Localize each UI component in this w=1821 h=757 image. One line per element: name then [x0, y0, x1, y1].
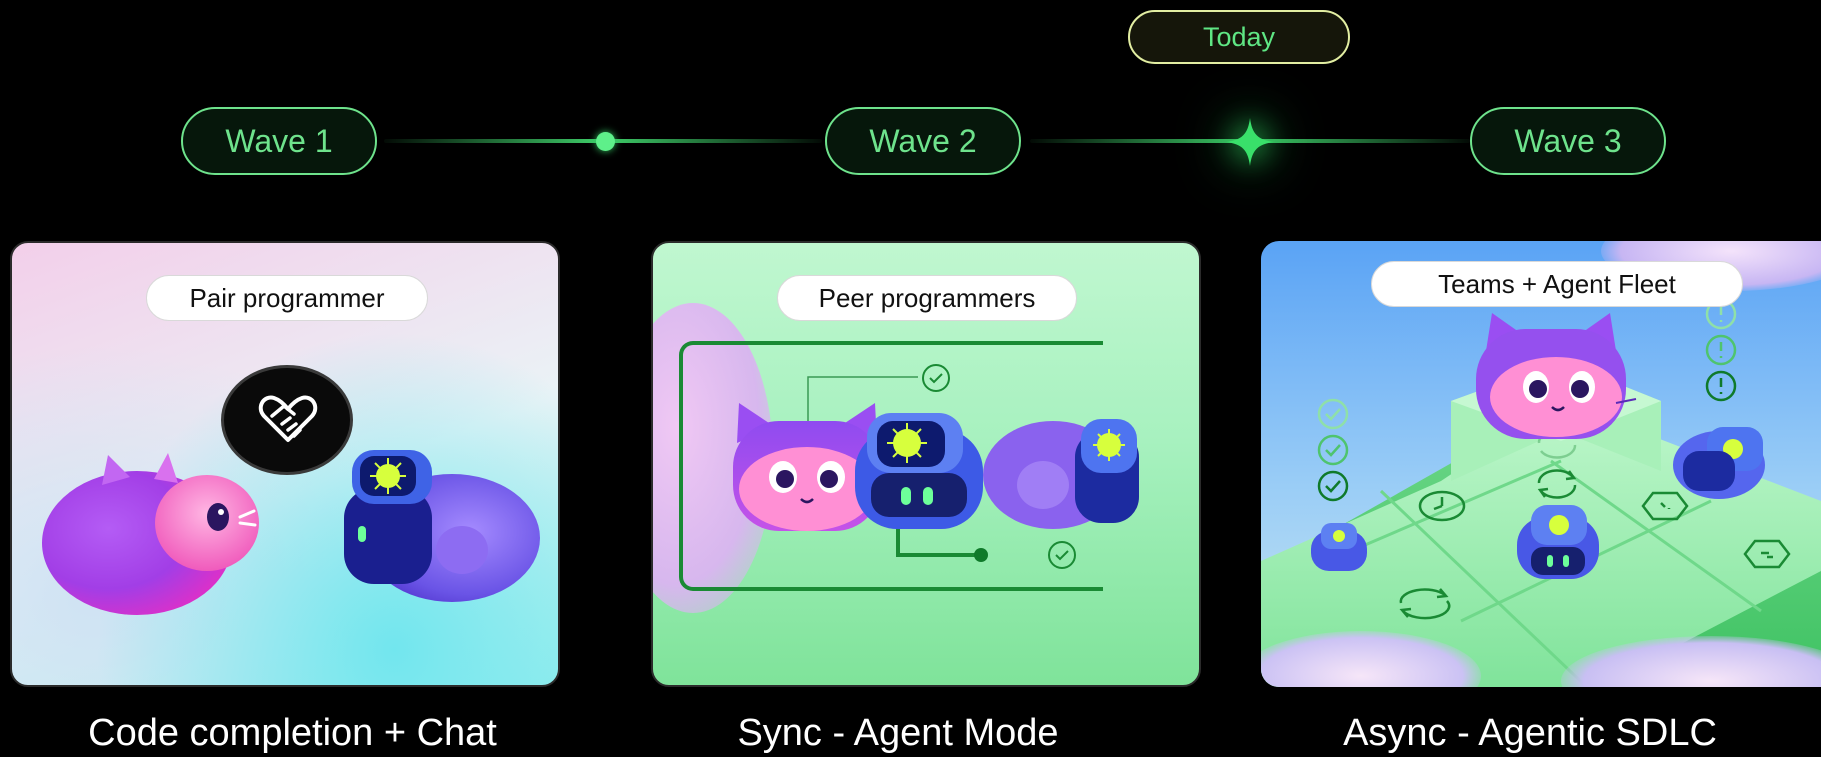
clock-icon — [1418, 490, 1466, 522]
exclamation-circle-icon — [1705, 334, 1737, 366]
clock-icon — [1743, 539, 1791, 569]
refresh-icon — [1399, 588, 1451, 620]
card-teams-agent-fleet: Teams + Agent Fleet — [1261, 241, 1821, 687]
today-marker-label: Today — [1128, 10, 1350, 64]
robot-mascot-illustration — [1673, 427, 1765, 499]
today-sparkle-icon — [1226, 118, 1274, 166]
robot-mascot-illustration — [855, 413, 983, 529]
check-circle-icon — [1317, 434, 1349, 466]
cat-mascot-illustration — [42, 453, 259, 615]
wave-2-pill: Wave 2 — [825, 107, 1021, 175]
card-1-caption: Code completion + Chat — [88, 712, 497, 754]
check-circle-icon — [922, 364, 950, 392]
cat-mascot-illustration — [1476, 313, 1637, 439]
check-circle-icon — [1048, 541, 1076, 569]
robot-mascot-illustration — [983, 419, 1139, 529]
timeline-dot — [596, 132, 615, 151]
cat-mascot-illustration — [733, 403, 881, 531]
wave-3-pill: Wave 3 — [1470, 107, 1666, 175]
refresh-icon — [1537, 469, 1577, 499]
card-2-caption: Sync - Agent Mode — [737, 712, 1059, 754]
clock-icon — [1641, 491, 1689, 521]
handshake-heart-icon — [258, 395, 318, 442]
handshake-bubble — [221, 365, 353, 475]
card-3-caption: Async - Agentic SDLC — [1343, 712, 1717, 754]
card-pair-programmer: Pair programmer — [10, 241, 560, 687]
card-badge: Peer programmers — [777, 275, 1077, 321]
robot-mascot-illustration — [1311, 523, 1367, 571]
exclamation-circle-icon — [1705, 370, 1737, 402]
card-badge: Teams + Agent Fleet — [1371, 261, 1743, 307]
card-peer-programmers: Peer programmers — [651, 241, 1201, 687]
check-circle-icon — [1317, 398, 1349, 430]
check-circle-icon — [1317, 470, 1349, 502]
robot-mascot-illustration — [344, 450, 540, 602]
robot-mascot-illustration — [1517, 505, 1599, 579]
wave-1-pill: Wave 1 — [181, 107, 377, 175]
card-frame-border — [679, 341, 1103, 591]
card-badge: Pair programmer — [146, 275, 428, 321]
